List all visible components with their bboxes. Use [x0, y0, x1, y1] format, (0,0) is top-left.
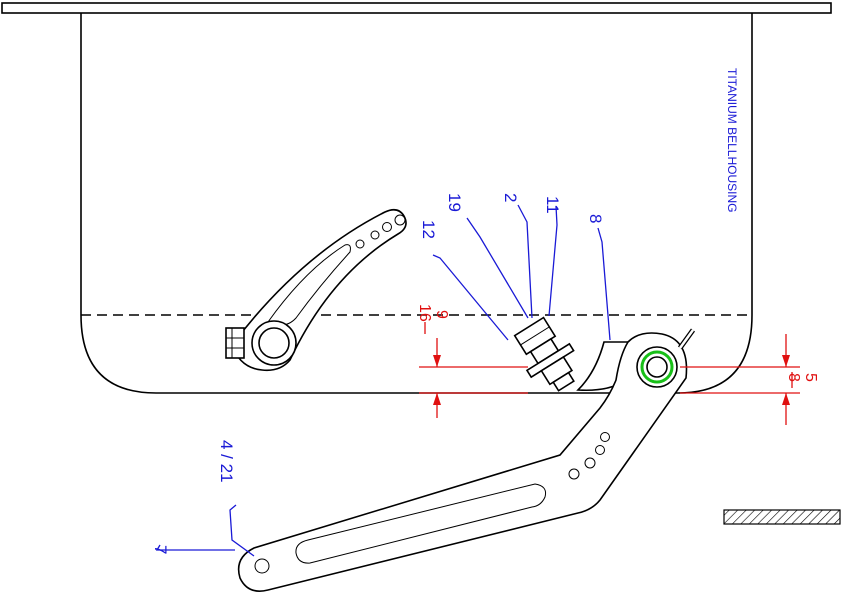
mounting-plate: [1, 2, 832, 14]
dimension-left: [419, 322, 528, 418]
callout-2: 2: [501, 193, 520, 202]
callout-11: 11: [543, 196, 562, 214]
dimension-left-numerator: 9: [433, 310, 450, 319]
housing-label: TITANIUM BELLHOUSING: [725, 68, 739, 212]
callout-7: 7: [151, 545, 170, 554]
adjuster-assembly: [513, 316, 575, 392]
pedal-lever: [237, 328, 696, 592]
floor-block: [723, 509, 841, 525]
callout-19: 19: [445, 193, 464, 212]
bellhousing-outline: [80, 13, 753, 394]
callout-4-21: 4 / 21: [217, 440, 236, 483]
dimension-left-denominator: 16: [416, 304, 433, 322]
dimension-right: [680, 334, 800, 425]
dimension-right-numerator: 5: [802, 373, 819, 382]
callout-12: 12: [419, 220, 438, 239]
dimension-right-denominator: 8: [785, 373, 802, 382]
release-fork: [225, 208, 407, 372]
callout-8: 8: [586, 214, 605, 223]
callout-leaders: [155, 204, 611, 557]
